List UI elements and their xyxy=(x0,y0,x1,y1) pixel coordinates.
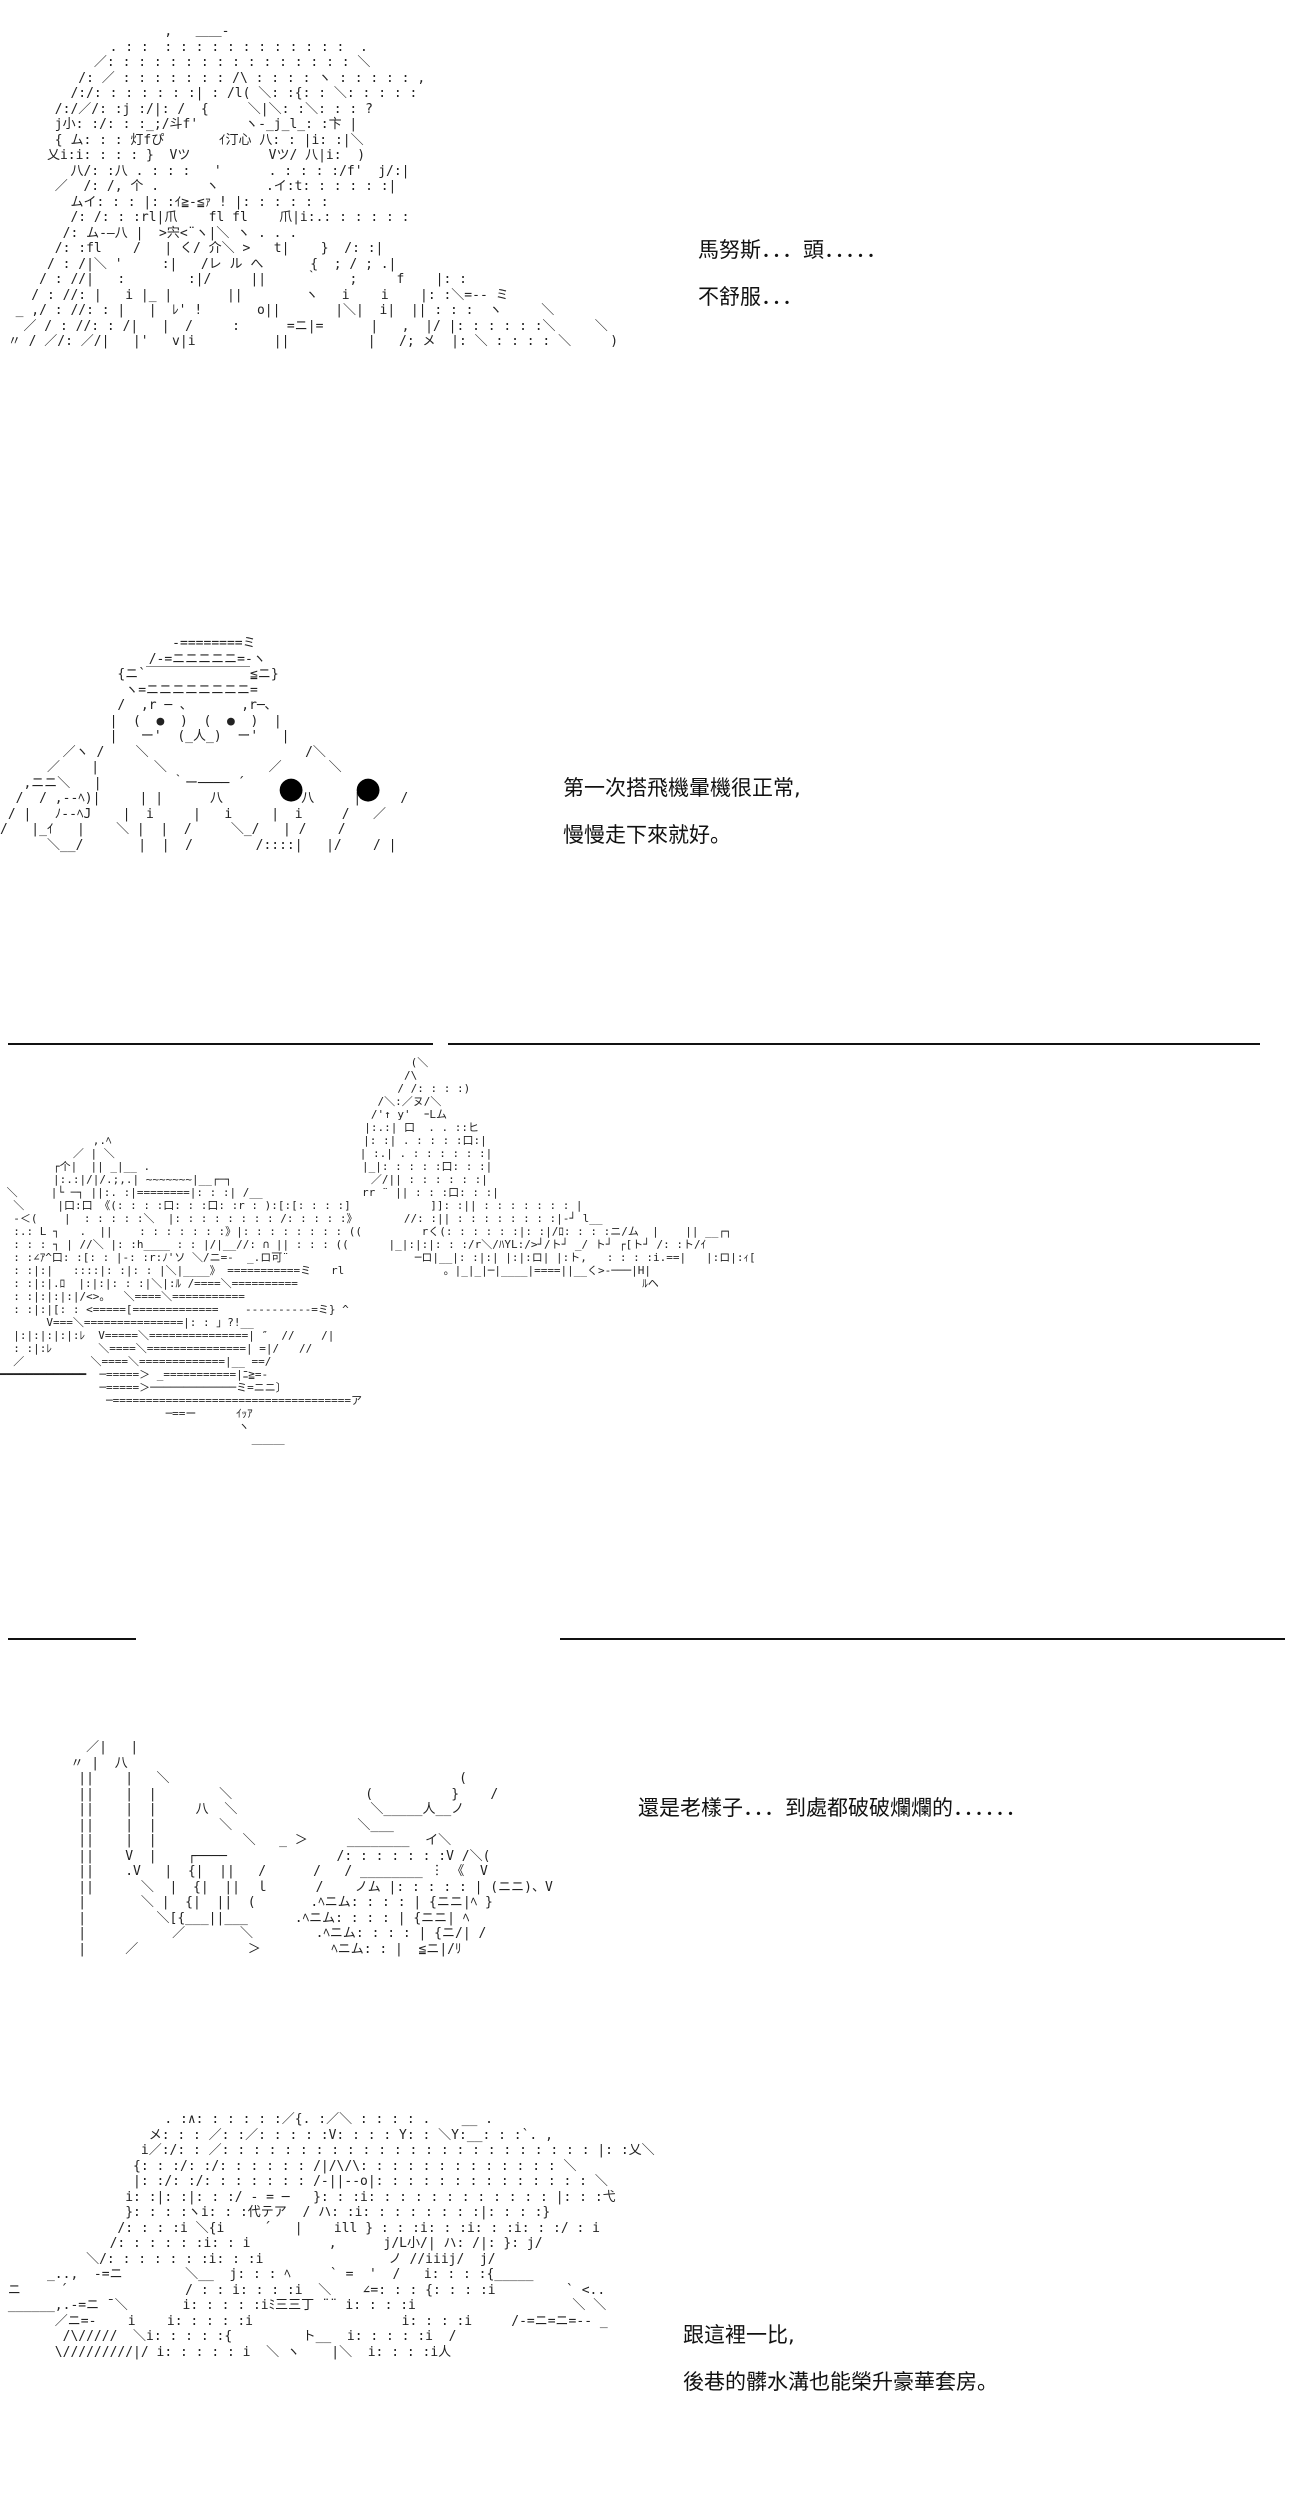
dialog-box-1: 馬努斯．．．頭．．．．． 不舒服．．． xyxy=(698,227,887,321)
dialog-box-2: 第一次搭飛機暈機很正常, 慢慢走下來就好。 xyxy=(563,765,801,859)
dialog-line: 後巷的髒水溝也能榮升豪華套房。 xyxy=(683,2370,998,2394)
panel-divider xyxy=(560,1638,1285,1640)
panel-divider xyxy=(448,1043,1260,1045)
right-eye-icon: ● xyxy=(355,771,382,806)
dialog-line: 第一次搭飛機暈機很正常, xyxy=(563,776,801,800)
dialog-line: 慢慢走下來就好。 xyxy=(563,823,731,847)
dialog-line: 還是老樣子．．．到處都破破爛爛的．．．．．． xyxy=(638,1796,1027,1820)
dialog-box-5: 跟這裡一比, 後巷的髒水溝也能榮升豪華套房。 xyxy=(683,2312,998,2406)
left-eye-icon: ● xyxy=(278,771,305,806)
dialog-line: 不舒服．．． xyxy=(698,285,803,309)
ascii-art-character-closeup: ／| | 〃 | 八 || | ＼ ( || | | ＼ ( } / || | … xyxy=(70,1740,553,1957)
panel-divider xyxy=(8,1043,433,1045)
dialog-line: 跟這裡一比, xyxy=(683,2323,795,2347)
dialog-line: 馬努斯．．．頭．．．．． xyxy=(698,238,887,262)
ascii-art-yaranaio-character: -========ミ /-=ニニニニニ=-ヽ {ニ`￣￣￣￣￣￣￣￣≦ニ} ヽ=… xyxy=(0,636,409,853)
ascii-art-ruined-city: (＼ /\ / /: : : :) /＼:／ xyxy=(0,1056,756,1446)
dialog-box-4: 還是老樣子．．．到處都破破爛爛的．．．．．． xyxy=(638,1785,1027,1832)
ascii-art-hooded-figure: , ＿＿- . : : : : : : : : : : : : : : . ／:… xyxy=(7,24,619,349)
ascii-art-sitting-figure: . :∧: : : : : :／{. :／＼ : : : : . __ . メ:… xyxy=(7,2112,655,2360)
panel-divider xyxy=(8,1638,136,1640)
